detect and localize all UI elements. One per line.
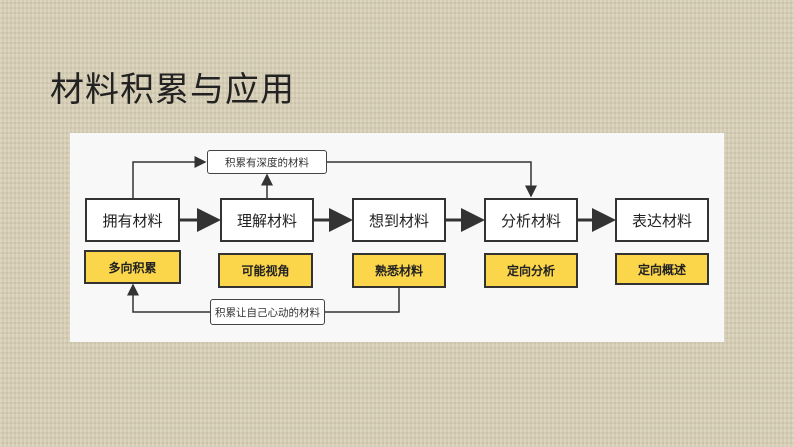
step-have-materials: 拥有材料 bbox=[85, 198, 180, 242]
top-note: 积累有深度的材料 bbox=[207, 150, 327, 174]
step-analyze-materials: 分析材料 bbox=[484, 198, 578, 242]
bottom-loop-right bbox=[325, 288, 400, 313]
tag-directed-analysis: 定向分析 bbox=[484, 253, 578, 288]
tag-multi-accumulate: 多向积累 bbox=[84, 250, 181, 284]
top-loop-right bbox=[327, 161, 537, 198]
bottom-note: 积累让自己心动的材料 bbox=[210, 299, 325, 325]
step-understand-materials: 理解材料 bbox=[220, 198, 314, 242]
tag-familiar-materials: 熟悉材料 bbox=[352, 253, 446, 288]
top-loop-left bbox=[132, 156, 207, 198]
tag-directed-summary: 定向概述 bbox=[615, 253, 709, 285]
page-title: 材料积累与应用 bbox=[50, 70, 295, 110]
step-express-materials: 表达材料 bbox=[615, 198, 709, 242]
tag-possible-views: 可能视角 bbox=[218, 253, 313, 288]
step-recall-materials: 想到材料 bbox=[352, 198, 446, 242]
bottom-loop-left bbox=[127, 283, 210, 313]
